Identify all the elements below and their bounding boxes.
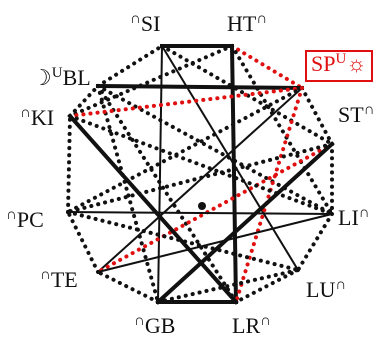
node-superscript: ∩ (260, 313, 271, 329)
node-name: ST (338, 102, 364, 127)
edge-pc-ki (66, 114, 72, 214)
node-label-si: ∩SI (130, 11, 161, 39)
edge-st-pc (66, 142, 334, 214)
edge-st-te (96, 142, 334, 274)
edge-ht-sp (230, 44, 304, 90)
edge-sp-ki (68, 86, 304, 118)
node-name: LR (232, 313, 261, 338)
edge-pc-lu (66, 210, 300, 272)
node-label-te: ∩TE (40, 267, 78, 295)
edge-sp-pc (66, 86, 304, 214)
node-superscript: U (51, 65, 63, 81)
node-prefix: ☽ (32, 65, 52, 90)
edge-st-gb (155, 141, 335, 305)
node-label-lr: LR∩ (232, 313, 271, 341)
node-prefix: ∩ (40, 267, 51, 283)
node-name: LI (338, 205, 359, 230)
edge-ht-ki (68, 44, 234, 118)
node-label-ht: HT∩ (227, 11, 268, 39)
edge-te-pc (66, 210, 100, 274)
node-name: LU (306, 277, 336, 302)
node-label-ki: ∩KI (20, 105, 55, 133)
node-superscript: ∩ (358, 205, 370, 221)
sun-icon: ☼ (346, 51, 367, 76)
node-prefix: ∩ (6, 207, 17, 223)
edge-ki-li (68, 114, 334, 216)
node-prefix: ∩ (20, 105, 31, 121)
node-superscript: ∩ (363, 102, 375, 118)
edge-li-lu (296, 212, 334, 272)
node-name: BL (62, 65, 91, 90)
node-name: KI (30, 105, 55, 130)
node-label-st: ST∩ (338, 102, 375, 130)
node-label-li: LI∩ (338, 205, 370, 233)
edge-sp-te (96, 86, 304, 274)
edge-ht-li (230, 44, 334, 216)
node-name: SI (140, 11, 161, 36)
node-label-sp: SPU☼ (305, 50, 373, 82)
node-superscript: ∩ (256, 11, 268, 27)
node-label-pc: ∩PC (6, 207, 44, 235)
edge-gb-lu (156, 268, 300, 304)
edge-ki-lr (67, 113, 239, 305)
node-name: TE (50, 267, 78, 292)
edge-ki-bl (68, 84, 100, 118)
edge-si-gb (156, 44, 164, 304)
node-label-lu: LU∩ (306, 277, 347, 305)
node-name: PC (16, 207, 44, 232)
node-label-gb: ∩GB (134, 313, 176, 341)
center-point (198, 202, 206, 210)
node-prefix: ∩ (130, 11, 141, 27)
node-superscript: ∩ (335, 277, 347, 293)
edge-bl-sp (95, 83, 305, 91)
edge-bl-si (96, 44, 164, 88)
edge-si-lu (160, 44, 300, 272)
edge-layer (66, 43, 335, 305)
edge-ht-lr (229, 43, 239, 305)
edge-pc-li (66, 210, 334, 216)
node-label-bl: ☽UBL (32, 65, 91, 93)
center-point-group (198, 202, 206, 210)
edge-sp-lr (234, 86, 304, 304)
node-name: GB (144, 313, 176, 338)
edge-lu-lr (234, 268, 300, 304)
edge-te-li (96, 212, 334, 274)
edge-bl-li (96, 84, 334, 216)
node-name: HT (227, 11, 257, 36)
node-prefix: ∩ (134, 313, 145, 329)
edge-gb-te (96, 270, 160, 304)
node-superscript: U (335, 51, 347, 67)
edge-bl-lr (96, 84, 238, 304)
node-name: SP (311, 51, 336, 76)
edge-bl-gb (96, 84, 160, 304)
